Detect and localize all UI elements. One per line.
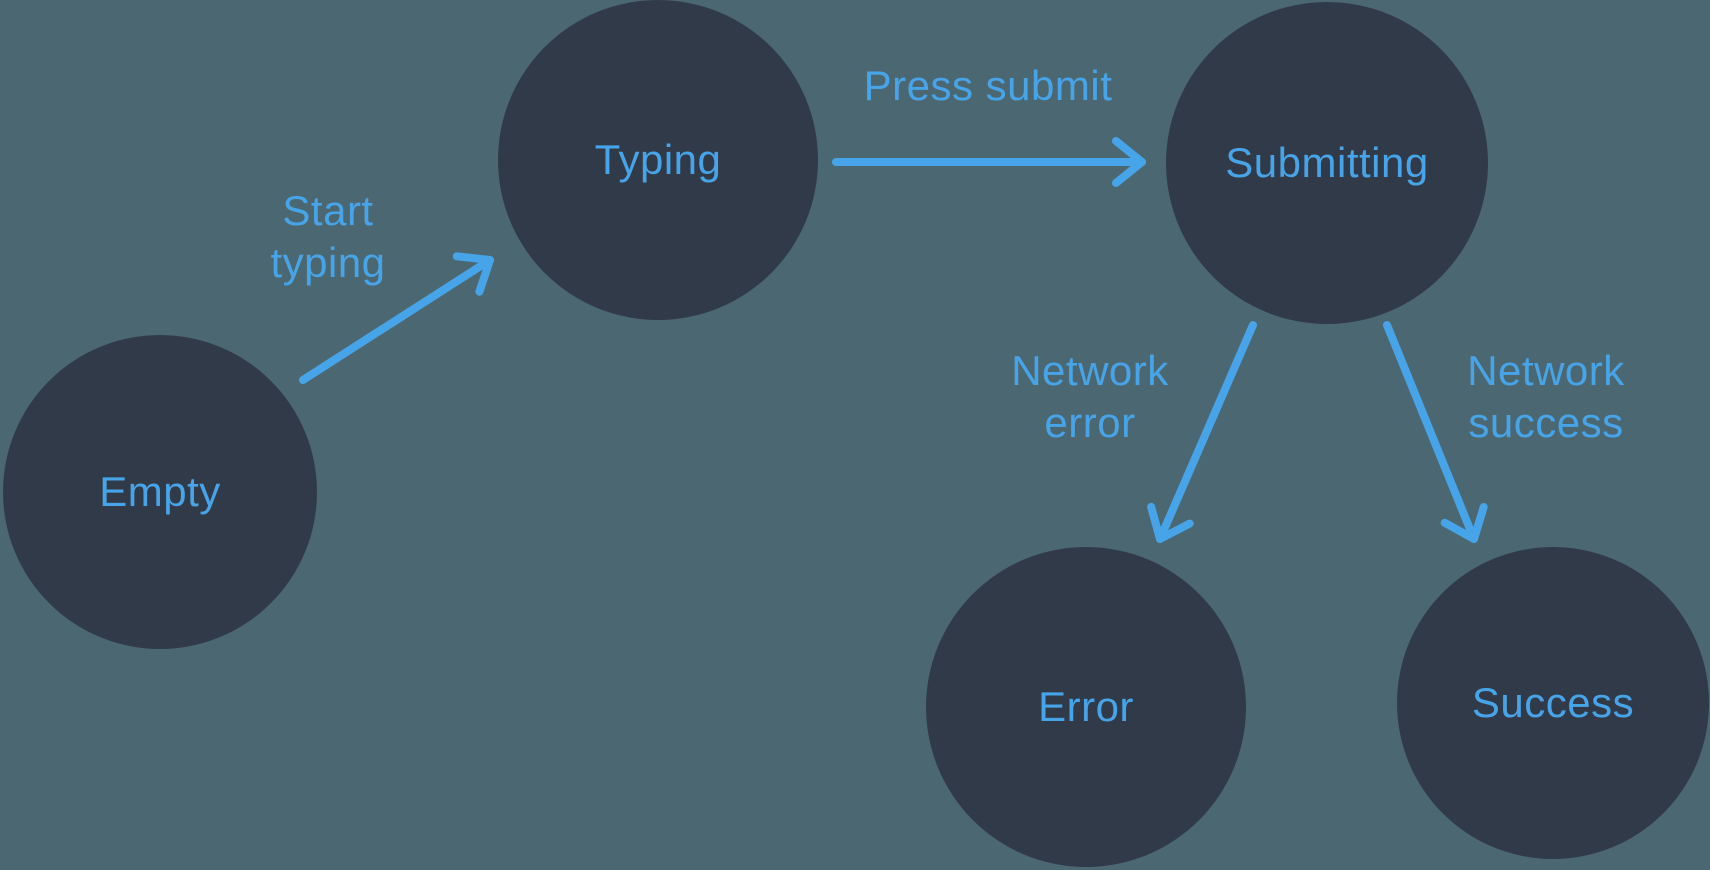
state-node-typing: Typing xyxy=(498,0,818,320)
state-node-submitting: Submitting xyxy=(1166,2,1488,324)
state-label-submitting: Submitting xyxy=(1225,139,1429,186)
state-node-success: Success xyxy=(1397,547,1709,859)
state-label-empty: Empty xyxy=(99,468,221,515)
state-node-empty: Empty xyxy=(3,335,317,649)
state-label-typing: Typing xyxy=(594,136,722,183)
transition-label-network-success: Network success xyxy=(1467,345,1625,449)
transition-label-line: Network xyxy=(1011,347,1169,394)
transition-label-line: error xyxy=(1044,399,1136,446)
state-label-error: Error xyxy=(1038,683,1134,730)
transition-label-line: Start xyxy=(282,187,374,234)
press-submit-arrow xyxy=(832,137,1146,187)
transition-label-line: Network xyxy=(1467,347,1625,394)
state-node-error: Error xyxy=(926,547,1246,867)
transition-label-press-submit: Press submit xyxy=(864,60,1113,112)
transition-label-start-typing: Start typing xyxy=(270,185,385,289)
transition-label-network-error: Network error xyxy=(1011,345,1169,449)
transition-label-line: success xyxy=(1468,399,1624,446)
transition-label-line: Press submit xyxy=(863,62,1113,109)
transition-label-line: typing xyxy=(270,239,386,286)
state-label-success: Success xyxy=(1471,679,1635,726)
